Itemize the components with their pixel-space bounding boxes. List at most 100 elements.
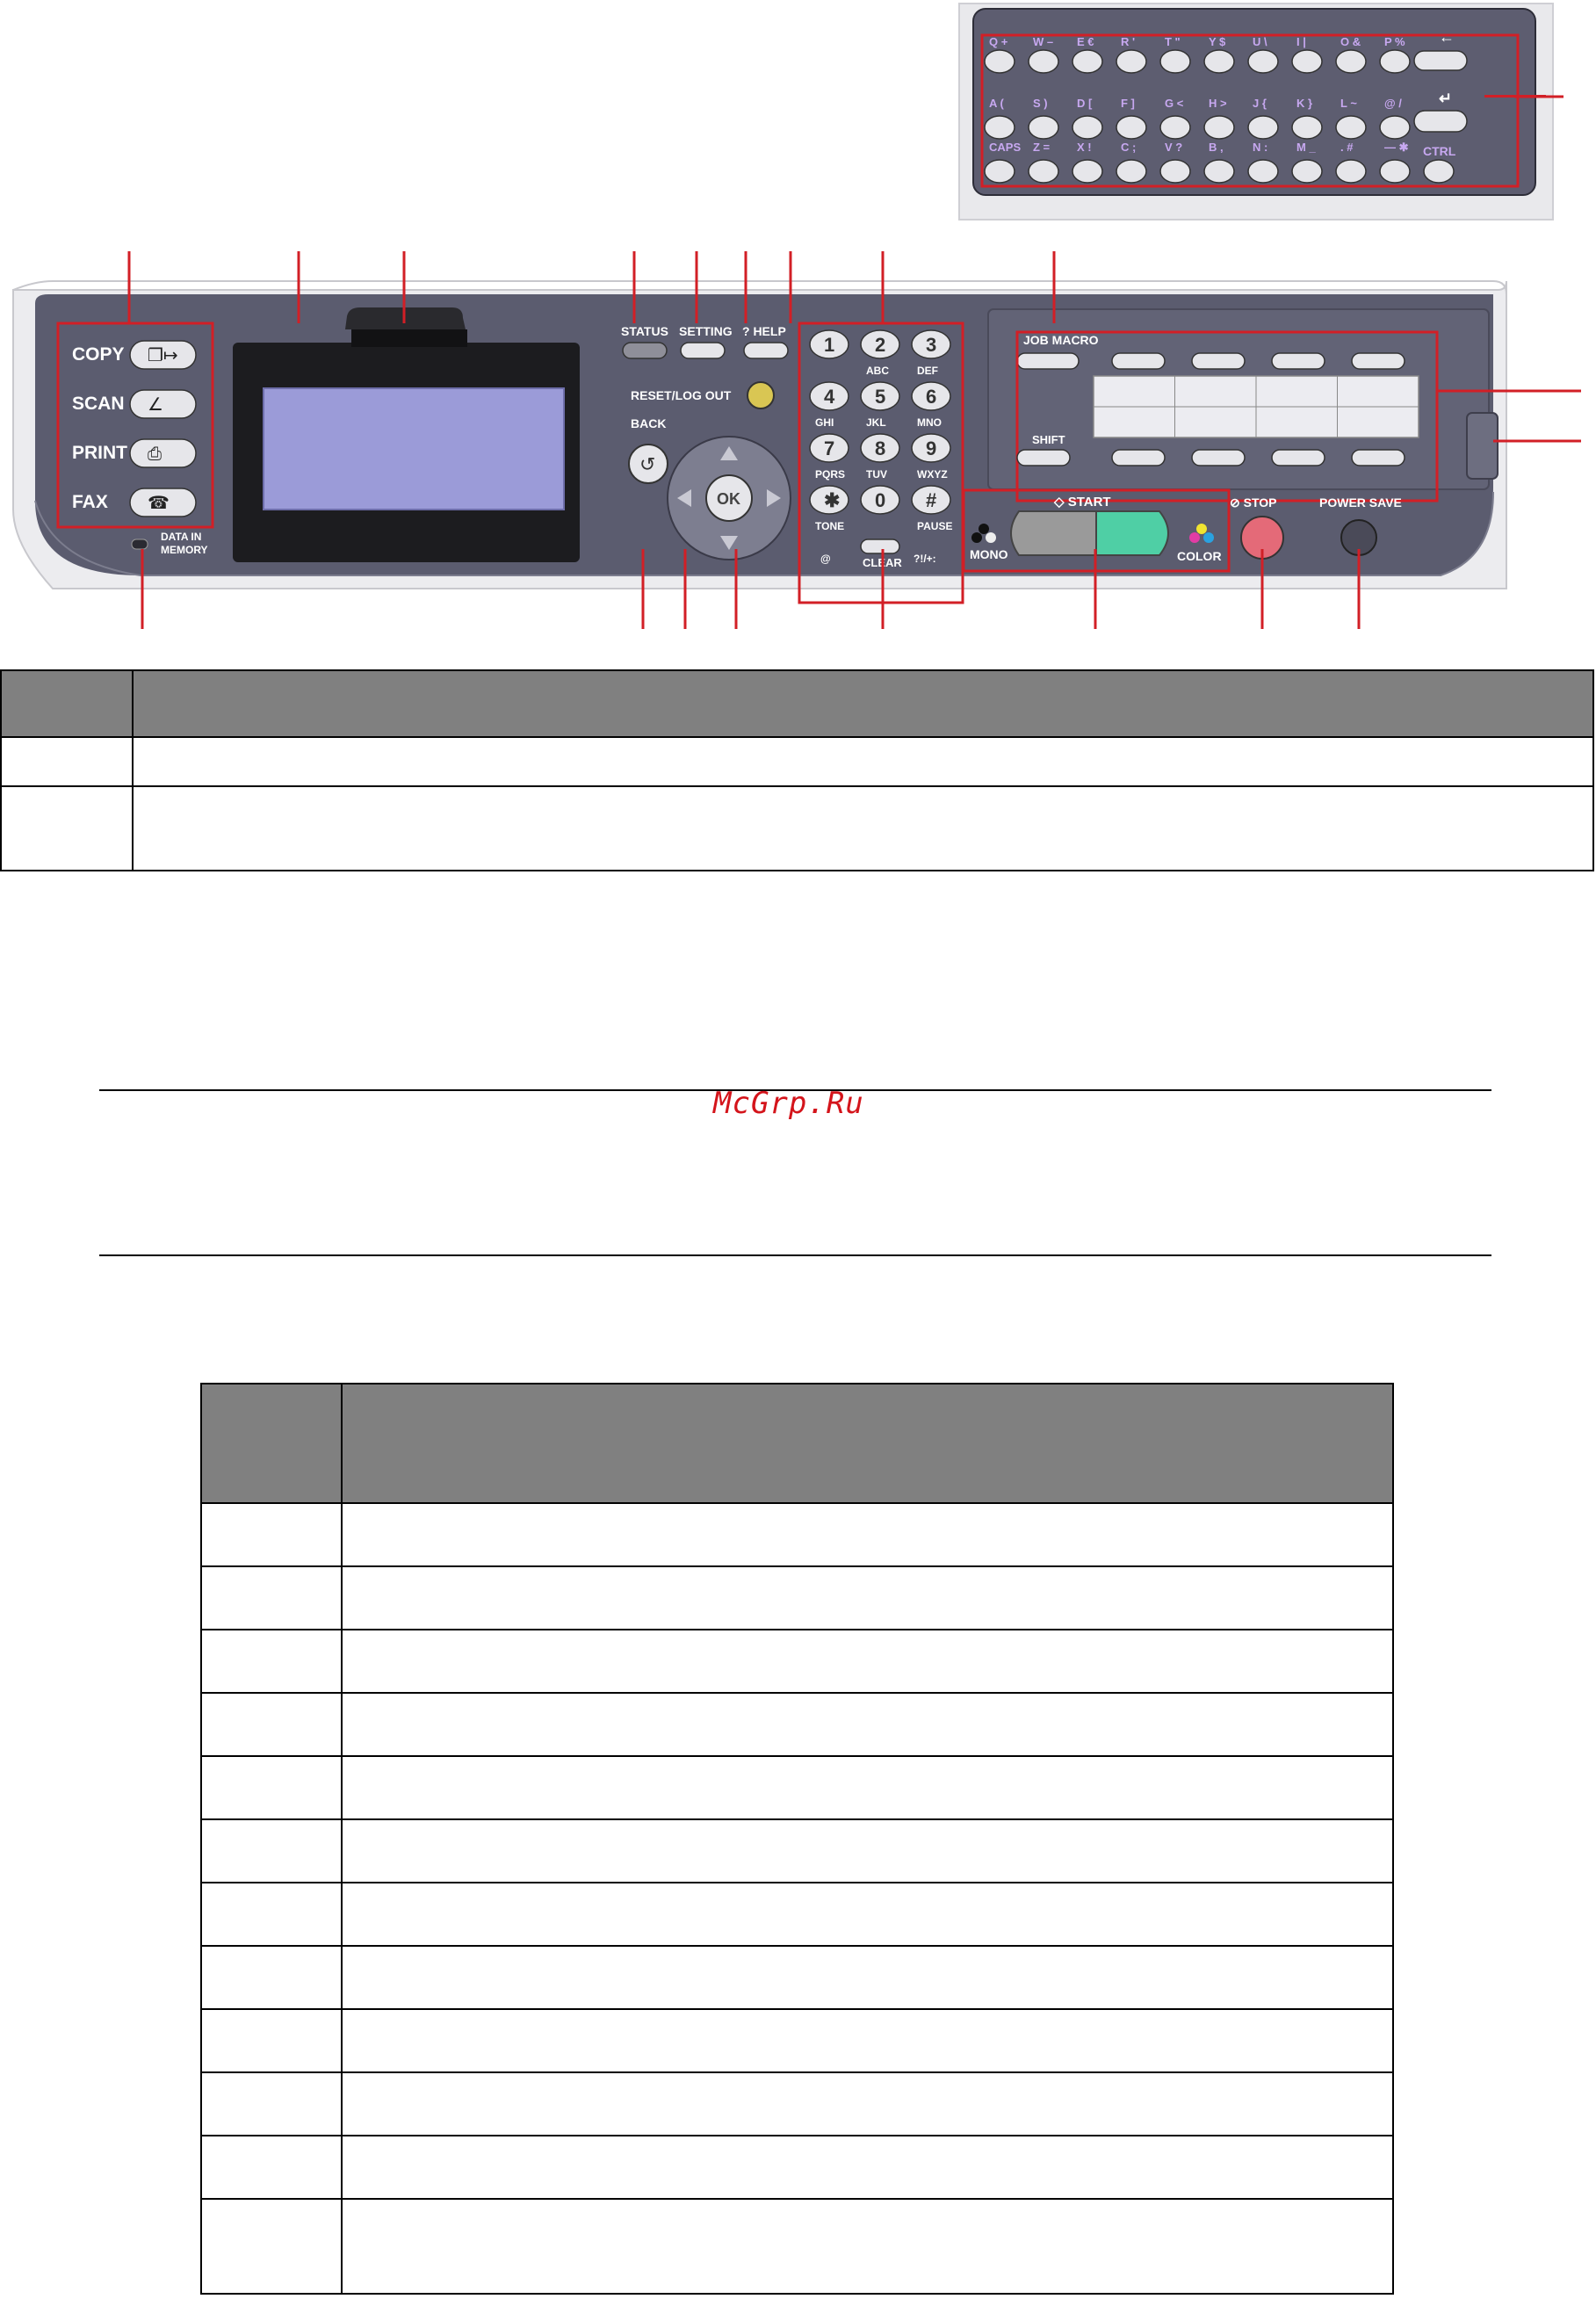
keyboard-key[interactable] bbox=[984, 115, 1015, 140]
shift-button[interactable] bbox=[1016, 449, 1071, 466]
mode-button-scan[interactable] bbox=[129, 389, 197, 419]
right-arrow-icon[interactable] bbox=[767, 489, 781, 507]
up-arrow-icon[interactable] bbox=[720, 446, 738, 460]
one-touch-key-bottom[interactable] bbox=[1191, 449, 1246, 466]
keypad-digit: 4 bbox=[824, 386, 835, 408]
mode-button-fax[interactable] bbox=[129, 488, 197, 517]
keyboard-key[interactable] bbox=[1203, 159, 1235, 184]
keyboard-key[interactable] bbox=[984, 159, 1015, 184]
backspace-key[interactable] bbox=[1413, 50, 1468, 71]
keyboard-key[interactable] bbox=[1291, 159, 1323, 184]
keyboard-key[interactable] bbox=[1379, 115, 1411, 140]
keyboard-key[interactable] bbox=[1028, 159, 1059, 184]
keypad-key[interactable] bbox=[911, 485, 951, 515]
keyboard-key[interactable] bbox=[1072, 159, 1103, 184]
color-label: COLOR bbox=[1177, 549, 1222, 563]
keyboard-key[interactable] bbox=[1291, 49, 1323, 74]
ctrl-key[interactable] bbox=[1423, 159, 1455, 184]
table-row bbox=[200, 2008, 1394, 2073]
keyboard-key[interactable] bbox=[1247, 49, 1279, 74]
keyboard-key-label: S ) bbox=[1033, 97, 1048, 110]
reset-logout-button[interactable] bbox=[747, 381, 775, 409]
table1-header-no bbox=[0, 669, 134, 738]
table-cell bbox=[200, 2071, 343, 2136]
keypad-key[interactable] bbox=[809, 329, 849, 359]
keyboard-key[interactable] bbox=[1028, 49, 1059, 74]
keyboard-key[interactable] bbox=[1335, 49, 1367, 74]
keyboard-key-label: E € bbox=[1077, 35, 1094, 48]
keyboard-key[interactable] bbox=[1379, 159, 1411, 184]
one-touch-key-top[interactable] bbox=[1351, 352, 1405, 370]
keypad-key[interactable] bbox=[911, 329, 951, 359]
keyboard-key[interactable] bbox=[1159, 49, 1191, 74]
shift-label: SHIFT bbox=[1032, 433, 1065, 446]
keyboard-key[interactable] bbox=[1116, 115, 1147, 140]
keyboard-key-label: CAPS bbox=[989, 141, 1021, 154]
clear-button[interactable] bbox=[860, 539, 900, 554]
keyboard-key[interactable] bbox=[1335, 159, 1367, 184]
keyboard-key[interactable] bbox=[1116, 49, 1147, 74]
table-cell bbox=[0, 785, 134, 871]
keyboard-key[interactable] bbox=[1028, 115, 1059, 140]
back-button[interactable] bbox=[628, 444, 668, 484]
keyboard-key-label: I | bbox=[1296, 35, 1306, 48]
keypad-key[interactable] bbox=[860, 485, 900, 515]
keyboard-key[interactable] bbox=[1203, 115, 1235, 140]
status-button[interactable] bbox=[622, 342, 668, 359]
keypad-key[interactable] bbox=[911, 381, 951, 411]
one-touch-key-bottom[interactable] bbox=[1351, 449, 1405, 466]
table-panel-key bbox=[0, 669, 1594, 871]
enter-key[interactable] bbox=[1413, 110, 1468, 133]
keypad-letters: GHI bbox=[815, 416, 834, 429]
start-color-button[interactable] bbox=[1095, 510, 1169, 556]
left-arrow-icon[interactable] bbox=[677, 489, 691, 507]
keypad-key[interactable] bbox=[809, 433, 849, 463]
color-dots-icon bbox=[1203, 532, 1214, 543]
down-arrow-icon[interactable] bbox=[720, 536, 738, 550]
mode-button-copy[interactable] bbox=[129, 340, 197, 370]
keypad-key[interactable] bbox=[860, 433, 900, 463]
keypad-key[interactable] bbox=[809, 485, 849, 515]
keyboard-key[interactable] bbox=[1159, 115, 1191, 140]
keyboard-key-label: J { bbox=[1253, 97, 1267, 110]
ok-button[interactable] bbox=[705, 474, 753, 522]
help-button[interactable] bbox=[743, 342, 789, 359]
table-row bbox=[200, 2135, 1394, 2200]
setting-button[interactable] bbox=[680, 342, 726, 359]
table-cell bbox=[200, 1629, 343, 1694]
keyboard-key[interactable] bbox=[1335, 115, 1367, 140]
keyboard-highlight-box bbox=[980, 33, 1520, 188]
one-touch-key-top[interactable] bbox=[1191, 352, 1246, 370]
keyboard-key[interactable] bbox=[1379, 49, 1411, 74]
mode-highlight-box bbox=[56, 322, 214, 529]
one-touch-key-top[interactable] bbox=[1271, 352, 1325, 370]
table-row bbox=[200, 1945, 1394, 2010]
table-cell bbox=[341, 1692, 1394, 1757]
keypad-key[interactable] bbox=[809, 381, 849, 411]
keyboard-key[interactable] bbox=[1247, 159, 1279, 184]
keypad-key[interactable] bbox=[860, 329, 900, 359]
mode-label-fax: FAX bbox=[72, 492, 108, 512]
one-touch-key-bottom[interactable] bbox=[1271, 449, 1325, 466]
tone-sub-label: @ bbox=[820, 553, 831, 565]
keyboard-key[interactable] bbox=[1291, 115, 1323, 140]
keyboard-key[interactable] bbox=[1072, 115, 1103, 140]
start-mono-button[interactable] bbox=[1010, 510, 1097, 556]
keypad-letters: ABC bbox=[866, 365, 889, 377]
table-cell bbox=[0, 736, 134, 787]
keyboard-key[interactable] bbox=[1116, 159, 1147, 184]
ctrl-key-label: CTRL bbox=[1423, 144, 1456, 158]
mode-button-print[interactable] bbox=[129, 438, 197, 468]
keypad-key[interactable] bbox=[860, 381, 900, 411]
one-touch-key-bottom[interactable] bbox=[1111, 449, 1166, 466]
one-touch-key-top[interactable] bbox=[1111, 352, 1166, 370]
keyboard-key-label: — ✱ bbox=[1384, 141, 1409, 154]
keyboard-key[interactable] bbox=[1247, 115, 1279, 140]
keyboard-key[interactable] bbox=[1203, 49, 1235, 74]
keyboard-key[interactable] bbox=[984, 49, 1015, 74]
keypad-key[interactable] bbox=[911, 433, 951, 463]
keypad-digit: # bbox=[926, 489, 936, 511]
data-in-memory-label: DATA IN bbox=[161, 531, 201, 543]
keyboard-key[interactable] bbox=[1072, 49, 1103, 74]
keyboard-key[interactable] bbox=[1159, 159, 1191, 184]
